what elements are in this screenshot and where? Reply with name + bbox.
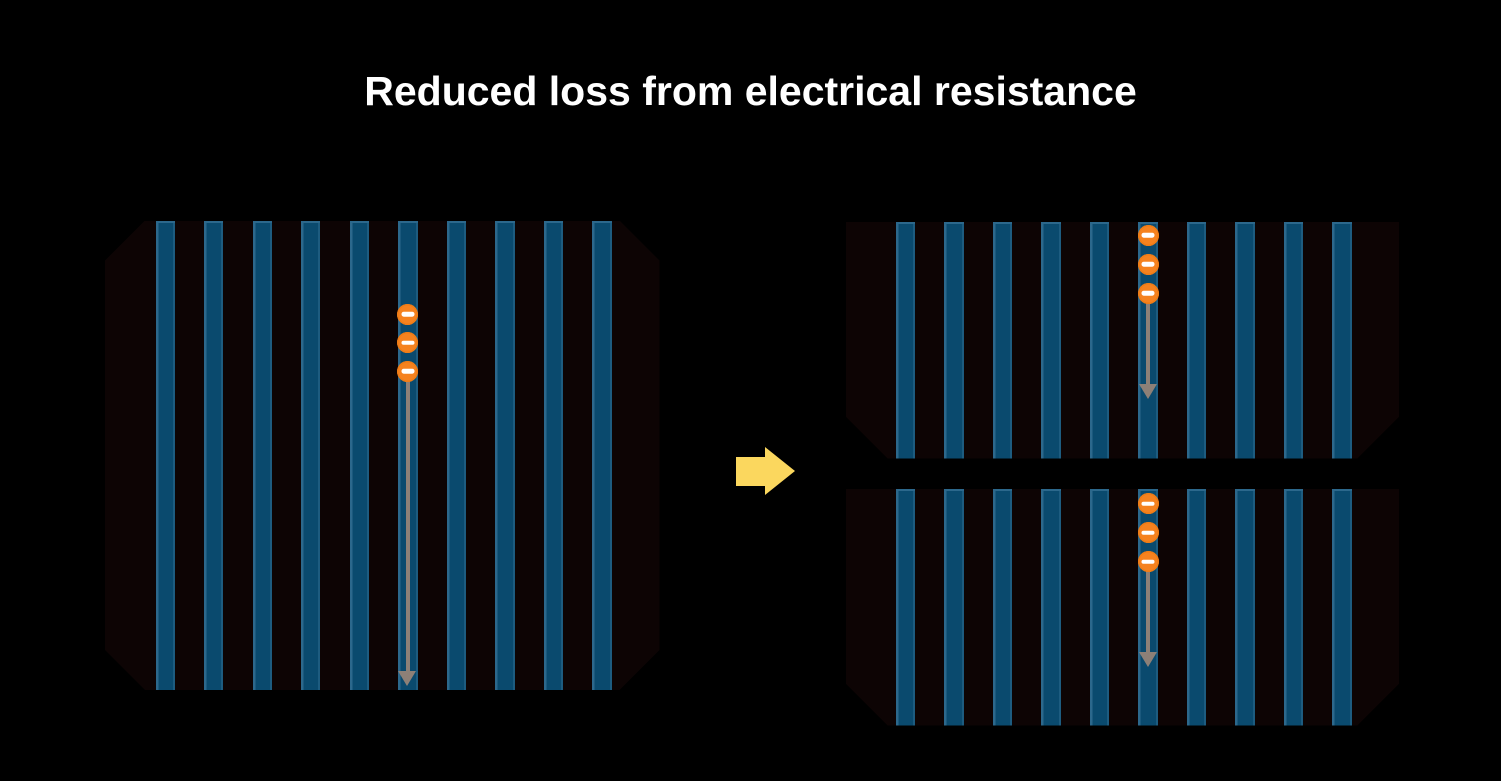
- busbar: [155, 220, 175, 690]
- electron-icon: [1137, 493, 1159, 514]
- busbar: [895, 222, 916, 459]
- minus-icon: [1141, 501, 1155, 506]
- busbar: [1235, 222, 1255, 459]
- minus-icon: [1141, 530, 1155, 535]
- electron-icon: [1137, 282, 1159, 304]
- electron-icon: [397, 360, 419, 382]
- current-flow-arrow-shaft: [1146, 561, 1151, 653]
- busbar: [543, 220, 564, 690]
- minus-icon: [1141, 261, 1155, 267]
- half-cell-top: [845, 222, 1400, 459]
- busbar: [992, 489, 1013, 726]
- busbar: [1186, 222, 1207, 459]
- minus-icon: [1141, 290, 1155, 296]
- busbar: [495, 220, 515, 690]
- busbar: [1332, 222, 1352, 459]
- full-cell: [105, 220, 660, 690]
- current-flow-arrow-shaft: [405, 371, 411, 672]
- busbar: [592, 220, 612, 690]
- page-title: Reduced loss from electrical resistance: [364, 67, 1137, 114]
- busbar: [1283, 489, 1304, 726]
- busbar: [204, 220, 224, 690]
- transition-arrow-shaft: [735, 456, 767, 487]
- busbar: [895, 489, 916, 726]
- busbar: [1041, 489, 1061, 726]
- busbar: [446, 220, 467, 690]
- electron-icon: [397, 303, 419, 325]
- busbar: [1235, 489, 1255, 726]
- busbar: [301, 220, 321, 690]
- minus-icon: [1141, 559, 1155, 564]
- current-flow-arrow-head-icon: [1138, 652, 1157, 667]
- electron-icon: [397, 332, 419, 354]
- electron-icon: [1137, 551, 1159, 572]
- busbar: [944, 222, 964, 459]
- half-cell-bottom: [845, 489, 1400, 726]
- minus-icon: [401, 340, 415, 345]
- current-flow-arrow-head-icon: [1138, 384, 1157, 399]
- busbar: [1283, 222, 1304, 459]
- busbar: [992, 222, 1013, 459]
- electron-icon: [1137, 224, 1159, 246]
- electron-icon: [1137, 253, 1159, 275]
- busbar: [349, 220, 369, 690]
- transition-arrow-head-icon: [765, 446, 796, 495]
- busbar: [1089, 222, 1110, 459]
- minus-icon: [1141, 232, 1155, 238]
- busbar: [1186, 489, 1207, 726]
- minus-icon: [401, 369, 415, 374]
- electron-icon: [1137, 522, 1159, 543]
- busbar: [1041, 222, 1061, 459]
- busbar: [1089, 489, 1110, 726]
- current-flow-arrow-shaft: [1146, 293, 1151, 385]
- minus-icon: [401, 311, 415, 317]
- busbar: [1332, 489, 1352, 726]
- busbar: [252, 220, 272, 690]
- current-flow-arrow-head-icon: [398, 671, 417, 686]
- busbar: [944, 489, 964, 726]
